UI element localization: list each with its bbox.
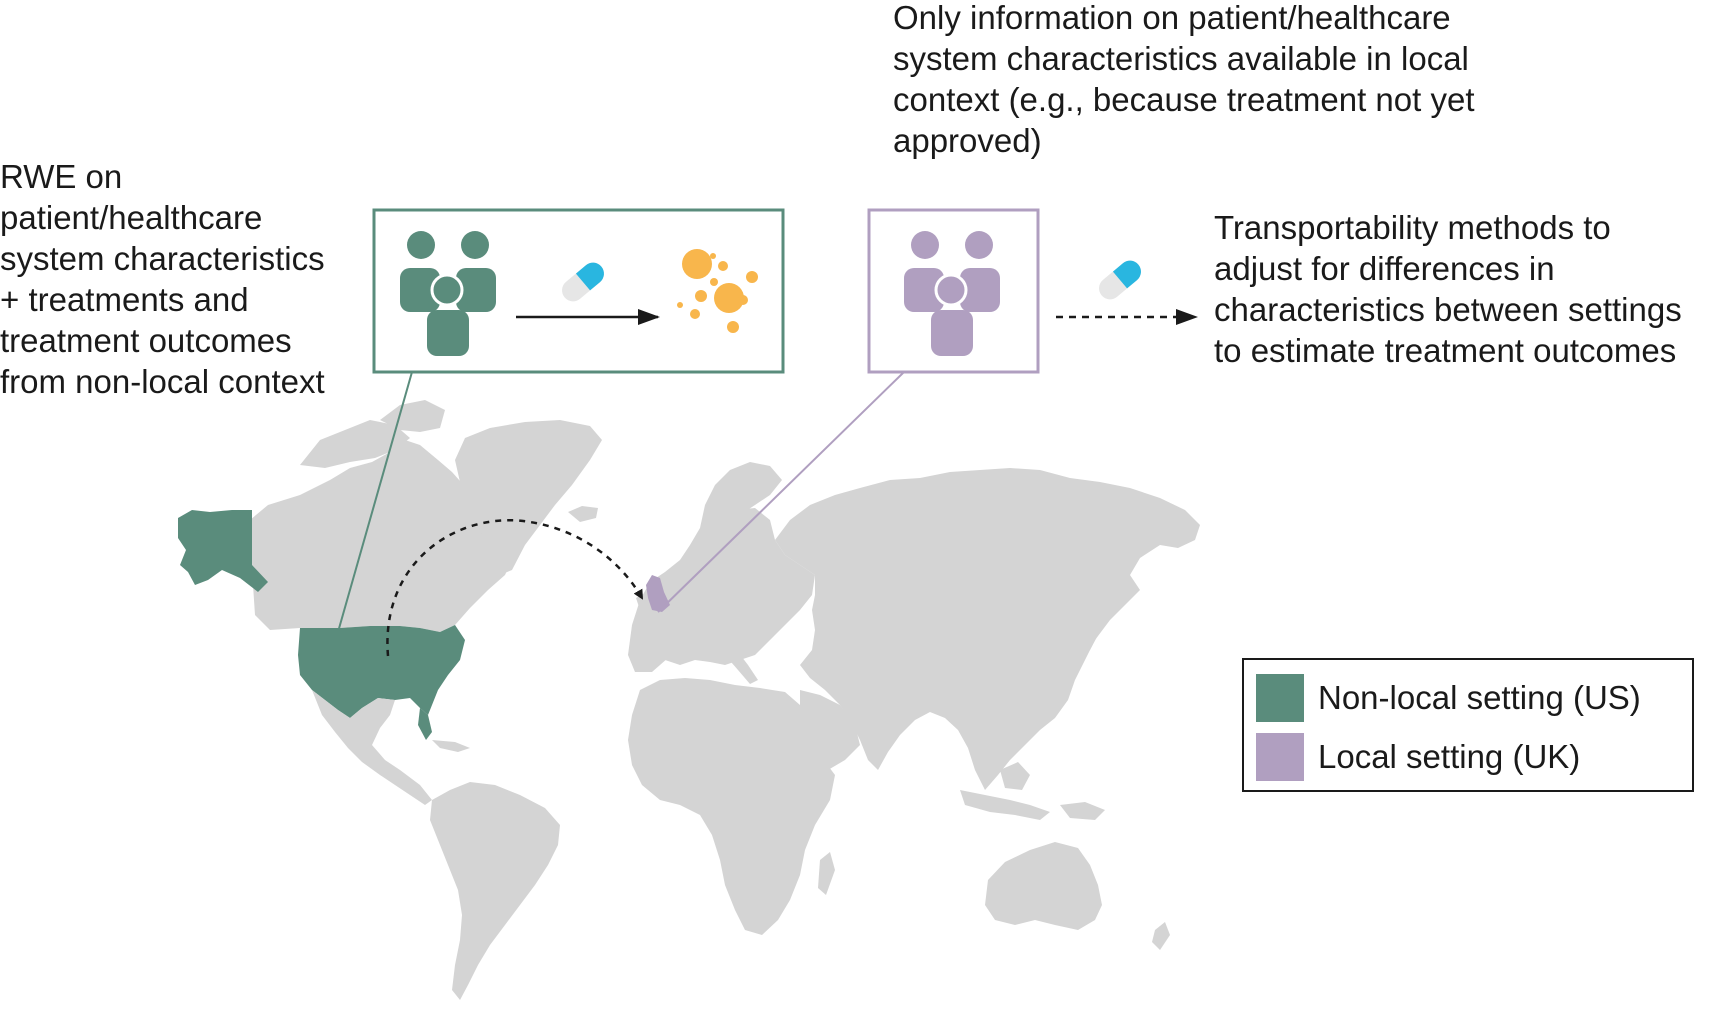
nonlocal-description-line: RWE on — [0, 158, 123, 195]
borneo-landmass — [1000, 762, 1030, 790]
local-description: Only information on patient/healthcare s… — [893, 0, 1475, 161]
africa-landmass — [628, 678, 835, 935]
people-group-icon — [400, 231, 496, 356]
mexico-central-america — [312, 690, 432, 805]
italy-landmass — [720, 640, 758, 684]
arctic-islands — [300, 420, 410, 468]
usa-region — [298, 625, 465, 718]
nonlocal-description-line: from non-local context — [0, 363, 325, 400]
transportability-description-line: Transportability methods to — [1214, 209, 1611, 246]
scandinavia-landmass — [700, 462, 782, 528]
asia-landmass — [775, 468, 1200, 790]
florida-region — [418, 708, 432, 740]
pill-icon — [1099, 260, 1141, 300]
local-description-line: system characteristics available in loca… — [893, 40, 1469, 77]
nonlocal-description-line: + treatments and — [0, 281, 249, 318]
legend-item-nonlocal: Non-local setting (US) — [1256, 674, 1641, 722]
outcome-dots-icon — [677, 249, 758, 333]
legend-swatch-local — [1256, 733, 1304, 781]
legend-label-local: Local setting (UK) — [1318, 738, 1581, 775]
nonlocal-description: RWE on patient/healthcare system charact… — [0, 156, 325, 402]
world-map — [178, 400, 1200, 1000]
caribbean-islands — [432, 740, 470, 752]
nonlocal-box — [372, 208, 785, 374]
iberia-landmass — [628, 625, 670, 672]
local-box — [867, 208, 1040, 374]
uk-region — [646, 575, 670, 612]
legend: Non-local setting (US) Local setting (UK… — [1242, 658, 1694, 792]
south-america-landmass — [430, 782, 560, 1000]
se-asia-islands — [960, 790, 1050, 820]
new-zealand-landmass — [1152, 922, 1170, 950]
greenland-landmass — [455, 420, 602, 575]
connector-line-uk — [657, 371, 905, 613]
transportability-description-line: characteristics between settings — [1214, 291, 1682, 328]
legend-item-local: Local setting (UK) — [1256, 733, 1580, 781]
local-description-line: approved) — [893, 122, 1042, 159]
transportability-description-line: to estimate treatment outcomes — [1214, 332, 1677, 369]
connector-line-us — [337, 371, 413, 633]
transportability-description: Transportability methods to adjust for d… — [1214, 207, 1682, 371]
legend-swatch-nonlocal — [1256, 674, 1304, 722]
nonlocal-description-line: system characteristics — [0, 240, 325, 277]
iceland-landmass — [568, 506, 598, 522]
new-guinea-landmass — [1060, 802, 1105, 820]
local-description-line: Only information on patient/healthcare — [893, 0, 1451, 36]
nonlocal-description-line: patient/healthcare — [0, 199, 263, 236]
pill-icon — [562, 262, 604, 302]
legend-label-nonlocal: Non-local setting (US) — [1318, 679, 1641, 716]
alaska-region — [178, 510, 268, 592]
transportability-description-line: adjust for differences in — [1214, 250, 1555, 287]
australia-landmass — [985, 842, 1102, 930]
japan-landmass — [1076, 600, 1102, 660]
people-group-icon — [904, 231, 1000, 356]
local-description-line: context (e.g., because treatment not yet — [893, 81, 1475, 118]
europe-landmass — [632, 508, 815, 665]
madagascar-landmass — [818, 852, 835, 895]
nonlocal-description-line: treatment outcomes — [0, 322, 292, 359]
canada-landmass — [250, 440, 512, 632]
